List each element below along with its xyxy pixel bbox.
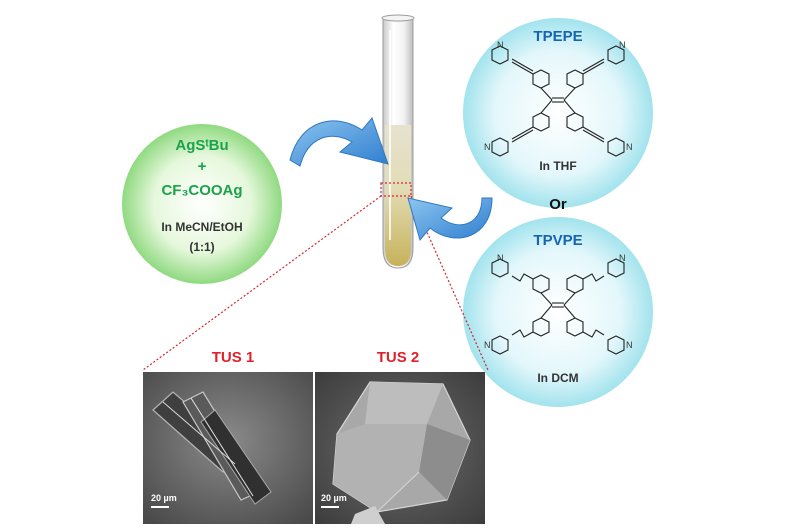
tus2-crystal-micrograph <box>315 372 485 524</box>
crystal-label-tus1: TUS 1 <box>211 349 255 366</box>
or-label: Or <box>549 196 567 213</box>
arrow-precursor-to-tube <box>289 117 389 167</box>
pyridine-n-label: N <box>484 142 491 152</box>
sem-image-tus1: 20 µm <box>143 372 313 524</box>
pyridine-n-label: N <box>484 340 491 350</box>
pyridine-n-label: N <box>619 253 626 263</box>
sem-image-tus2: 20 µm <box>315 372 485 524</box>
crystal-label-tus2: TUS 2 <box>376 349 420 366</box>
scale-label-tus2: 20 µm <box>321 493 347 503</box>
ligand-circle-bottom <box>463 217 653 407</box>
ligand-top-name: TPEPE <box>533 28 583 45</box>
pyridine-n-label: N <box>497 40 504 50</box>
ligand-bottom-name: TPVPE <box>533 232 583 249</box>
precursor-plus: + <box>197 158 207 175</box>
tpepe-structure <box>491 45 625 157</box>
scale-label-tus1: 20 µm <box>151 493 177 503</box>
ligand-bottom-solvent: In DCM <box>537 371 579 385</box>
test-tube <box>381 14 415 269</box>
pyridine-n-label: N <box>619 40 626 50</box>
precursor-line1: AgSᵗBu <box>175 137 229 154</box>
tube-selection-box <box>380 182 412 197</box>
pyridine-n-label: N <box>626 142 633 152</box>
zoom-line-left <box>142 195 382 371</box>
tus1-crystal-micrograph <box>143 372 313 524</box>
scale-bar <box>151 506 169 508</box>
pyridine-n-label: N <box>626 340 633 350</box>
precursor-line3: CF₃COOAg <box>161 182 243 199</box>
tpvpe-structure <box>491 258 625 355</box>
ligand-top-solvent: In THF <box>539 159 577 173</box>
precursor-circle <box>122 124 282 284</box>
pyridine-n-label: N <box>497 253 504 263</box>
precursor-solvent: In MeCN/EtOH <box>161 220 243 234</box>
precursor-ratio: (1:1) <box>189 240 215 254</box>
scale-bar <box>321 506 339 508</box>
ligand-circle-top <box>463 18 653 208</box>
arrow-ligand-to-tube <box>407 197 493 242</box>
